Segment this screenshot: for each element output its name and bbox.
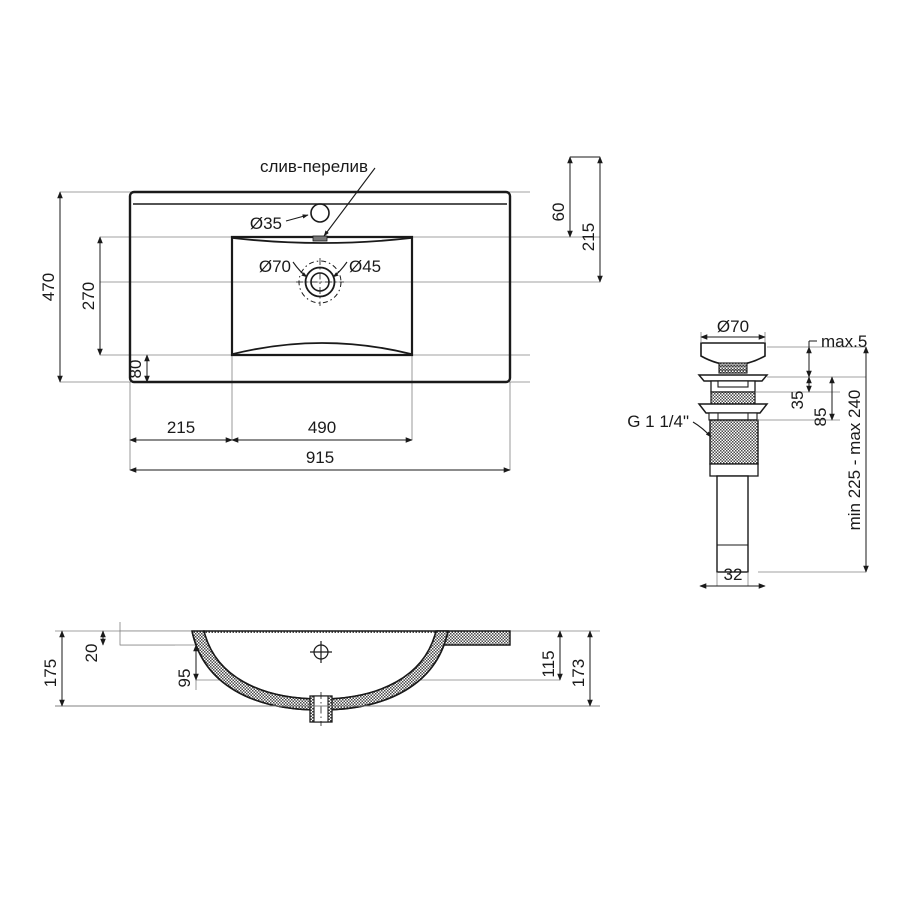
dim-back-to-drain: 215 bbox=[579, 223, 598, 251]
drain-cap bbox=[700, 342, 766, 366]
tap-hole-circle bbox=[310, 203, 330, 223]
overflow-leader bbox=[323, 167, 376, 237]
drain-upper-recess bbox=[717, 380, 749, 388]
dim-overall-height: 470 bbox=[39, 273, 58, 301]
basin-outline bbox=[128, 190, 512, 384]
dim-rim-thickness: 20 bbox=[82, 644, 101, 663]
dim-back-rim-top: 60 bbox=[549, 203, 568, 222]
thread-spec-label: G 1 1/4" bbox=[627, 412, 689, 431]
dim-overall-width: 915 bbox=[306, 448, 334, 467]
drain-top-flange bbox=[697, 374, 769, 382]
drain-shoulder bbox=[709, 463, 759, 477]
drain-thread-main bbox=[709, 419, 759, 465]
section-view-group: 175 20 95 115 173 bbox=[41, 622, 600, 726]
drain-inner-leader bbox=[332, 261, 348, 278]
drain-outer-leader bbox=[292, 261, 308, 278]
dim-bowl-height: 270 bbox=[79, 282, 98, 310]
bowl-back-curve bbox=[232, 237, 412, 244]
dim-bowl-width: 490 bbox=[308, 418, 336, 437]
dim-thread-upper: 35 bbox=[788, 391, 807, 410]
overflow-slot bbox=[312, 235, 328, 242]
dim-front-rim: 80 bbox=[126, 360, 145, 379]
drain-gasket bbox=[708, 412, 758, 421]
drain-mid-circle bbox=[304, 266, 336, 298]
dim-bowl-depth: 95 bbox=[175, 669, 194, 688]
drain-outer-label: Ø70 bbox=[259, 257, 291, 276]
top-view-right-dims bbox=[567, 156, 603, 283]
top-view-left-dims bbox=[57, 191, 150, 383]
dim-inner-height: 115 bbox=[539, 650, 558, 677]
dim-countertop-max: max.5 bbox=[821, 332, 867, 351]
drain-tail-tube bbox=[716, 475, 749, 573]
dim-left-rim: 215 bbox=[167, 418, 195, 437]
drain-lower-flange bbox=[697, 403, 769, 414]
thread-label-leader bbox=[692, 421, 712, 438]
top-view-group: слив-перелив Ø35 Ø70 Ø45 470 270 80 60 2… bbox=[39, 156, 603, 473]
bowl-front-curve bbox=[232, 342, 412, 355]
drain-inner-label: Ø45 bbox=[349, 257, 381, 276]
drain-detail-group: Ø70 max.5 35 85 min 225 - max 240 32 G 1… bbox=[627, 317, 869, 589]
dim-tube-diameter: 32 bbox=[724, 565, 743, 584]
section-bowl-interior bbox=[204, 633, 436, 697]
dim-overall-depth: 175 bbox=[41, 659, 60, 687]
section-dims bbox=[59, 630, 593, 707]
top-view-bottom-dims bbox=[129, 437, 511, 473]
bowl-outline bbox=[230, 235, 414, 357]
tap-hole-label: Ø35 bbox=[250, 214, 282, 233]
dim-outer-height: 173 bbox=[569, 659, 588, 687]
dim-length-range: min 225 - max 240 bbox=[845, 390, 864, 531]
tap-hole-leader bbox=[285, 214, 309, 222]
drain-thread-upper bbox=[710, 391, 756, 405]
overflow-label: слив-перелив bbox=[260, 157, 368, 176]
section-left-void bbox=[119, 630, 205, 646]
dim-thread-total: 85 bbox=[811, 408, 830, 427]
drain-cap-stem bbox=[718, 362, 748, 374]
section-right-rim bbox=[437, 630, 511, 646]
dim-cap-diameter: Ø70 bbox=[717, 317, 749, 336]
